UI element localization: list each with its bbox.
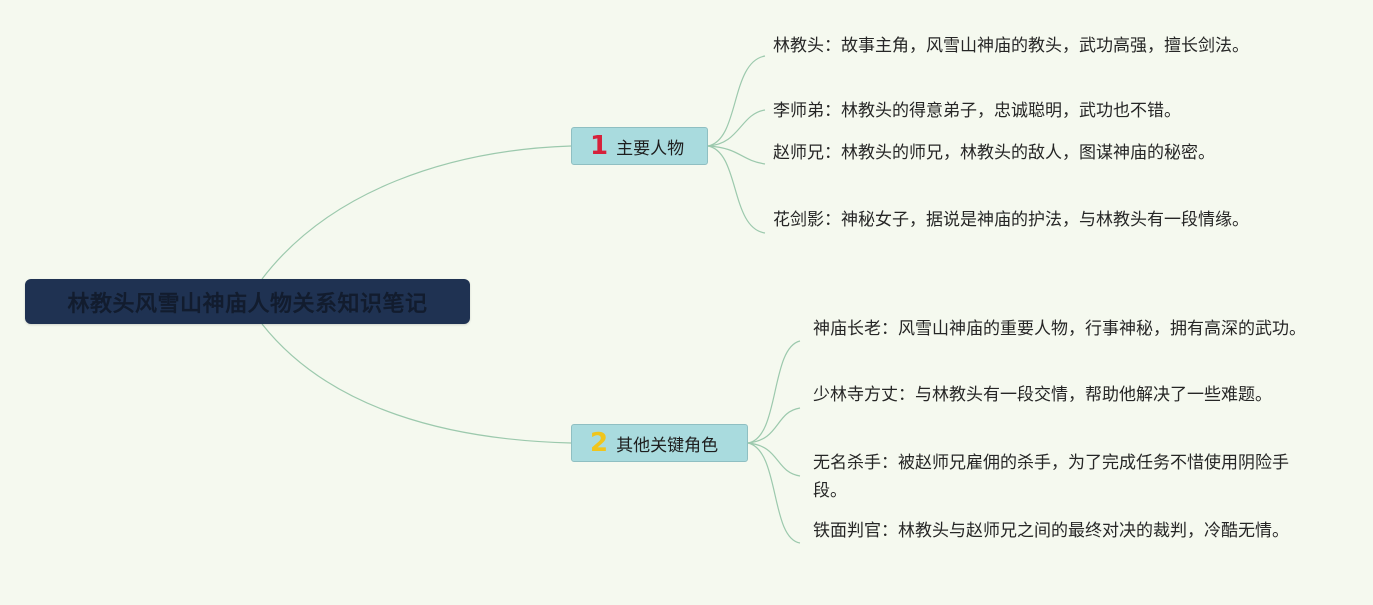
leaf-topic[interactable]: 花剑影：神秘女子，据说是神庙的护法，与林教头有一段情缘。 [773, 210, 1249, 230]
leaf-topic[interactable]: 铁面判官：林教头与赵师兄之间的最终对决的裁判，冷酷无情。 [813, 521, 1289, 541]
root-topic[interactable]: 林教头风雪山神庙人物关系知识笔记 [25, 279, 470, 324]
connector-branch-2-leaf-2 [747, 407, 801, 444]
leaf-topic[interactable]: 少林寺方丈：与林教头有一段交情，帮助他解决了一些难题。 [813, 385, 1272, 405]
branch-main-characters[interactable]: 1 主要人物 [571, 127, 708, 165]
connector-branch-2-leaf-1 [747, 340, 801, 444]
leaf-topic[interactable]: 赵师兄：林教头的师兄，林教头的敌人，图谋神庙的秘密。 [773, 143, 1215, 163]
connector-branch-2-leaf-4 [747, 442, 801, 544]
branch-other-key-characters[interactable]: 2 其他关键角色 [571, 424, 748, 462]
branch-number-icon: 2 [590, 428, 609, 458]
connector-root-branch-1 [261, 145, 572, 280]
branch-number-icon: 1 [590, 131, 609, 161]
leaf-topic[interactable]: 林教头：故事主角，风雪山神庙的教头，武功高强，擅长剑法。 [773, 36, 1249, 56]
leaf-topic[interactable]: 无名杀手：被赵师兄雇佣的杀手，为了完成任务不惜使用阴险手段。 [813, 453, 1289, 501]
leaf-topic[interactable]: 神庙长老：风雪山神庙的重要人物，行事神秘，拥有高深的武功。 [813, 319, 1306, 339]
branch-label: 其他关键角色 [616, 435, 719, 456]
connector-root-branch-2 [261, 323, 572, 444]
connector-branch-1-leaf-1 [707, 55, 766, 147]
connector-branch-2-leaf-3 [747, 442, 801, 477]
connector-branch-1-leaf-3 [707, 145, 766, 165]
connector-branch-1-leaf-2 [707, 109, 766, 147]
leaf-topic[interactable]: 李师弟：林教头的得意弟子，忠诚聪明，武功也不错。 [773, 101, 1181, 121]
connector-branch-1-leaf-4 [707, 145, 766, 234]
root-title: 林教头风雪山神庙人物关系知识笔记 [67, 291, 428, 317]
branch-label: 主要人物 [616, 138, 685, 159]
